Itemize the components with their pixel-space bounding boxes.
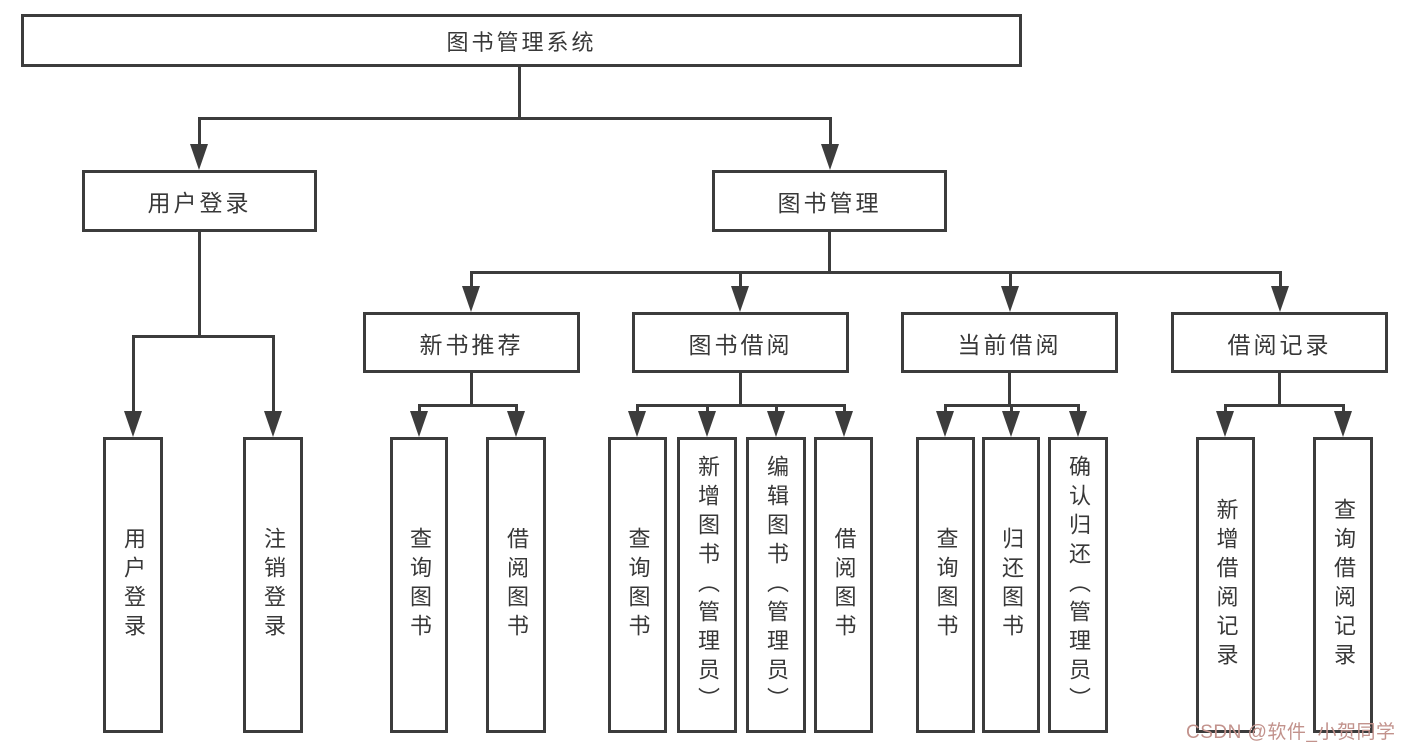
connector-line [470,271,1282,274]
node-label: 用户登录 [121,527,146,643]
node-current-borrowing: 当前借阅 [901,312,1118,373]
leaf-query-books-current: 查询图书 [916,437,975,733]
node-label: 图书管理 [777,190,882,216]
arrow-down-head [462,286,480,312]
leaf-edit-books-admin: 编辑图书（管理员） [746,437,806,733]
node-label: 借阅记录 [1227,331,1332,358]
leaf-return-books: 归还图书 [982,437,1040,733]
node-label: 查询图书 [625,527,651,643]
arrow-down-head [1001,286,1019,312]
connector-line [1342,404,1345,413]
node-library-management-system: 图书管理系统 [21,14,1022,67]
connector-line [198,117,832,120]
arrow-down-head [1216,411,1234,437]
node-label: 新书推荐 [419,331,524,358]
connector-line [843,404,846,413]
arrow-down-head [1271,286,1289,312]
arrow-down-head [507,411,525,437]
connector-line [636,404,845,407]
leaf-confirm-return-admin: 确认归还（管理员） [1048,437,1108,733]
node-label: 新增借阅记录 [1213,498,1239,672]
connector-line [1008,373,1011,406]
connector-line [706,404,709,413]
node-label: 确认归还（管理员） [1066,454,1091,716]
node-label: 注销登录 [261,527,286,643]
node-label: 新增图书（管理员） [695,454,720,716]
arrow-down-head [264,411,282,437]
node-label: 用户登录 [147,190,252,216]
node-label: 归还图书 [999,527,1024,643]
node-label: 当前借阅 [957,331,1062,358]
leaf-logout-login: 注销登录 [243,437,303,733]
connector-line [775,404,778,413]
node-book-borrowing: 图书借阅 [632,312,849,373]
arrow-down-head [1002,411,1020,437]
arrow-down-head [767,411,785,437]
node-label: 图书借阅 [688,331,793,358]
connector-line [829,117,832,146]
arrow-down-head [821,144,839,170]
node-label: 借阅图书 [831,527,857,643]
leaf-borrow-books-recommend: 借阅图书 [486,437,546,733]
connector-line [1279,271,1282,288]
node-user-login: 用户登录 [82,170,317,232]
arrow-down-head [410,411,428,437]
arrow-down-head [835,411,853,437]
connector-line [1077,404,1080,413]
arrow-down-head [1069,411,1087,437]
connector-line [470,373,473,406]
node-label: 查询图书 [407,527,432,643]
arrow-down-head [698,411,716,437]
connector-line [636,404,639,413]
connector-line [944,404,947,413]
arrow-down-head [628,411,646,437]
connector-line [739,373,742,406]
leaf-query-borrow-record: 查询借阅记录 [1313,437,1373,733]
node-book-management: 图书管理 [712,170,947,232]
node-new-book-recommendation: 新书推荐 [363,312,580,373]
connector-line [518,67,521,118]
connector-line [1224,404,1227,413]
leaf-query-books-borrow: 查询图书 [608,437,667,733]
leaf-borrow-books-borrow: 借阅图书 [814,437,873,733]
node-label: 借阅图书 [504,527,529,643]
connector-line [418,404,518,407]
arrow-down-head [190,144,208,170]
connector-line [272,335,275,413]
node-label: 编辑图书（管理员） [764,454,789,716]
node-label: 查询图书 [933,527,959,643]
node-borrowing-records: 借阅记录 [1171,312,1388,373]
node-label: 图书管理系统 [446,29,597,55]
connector-line [470,271,473,288]
connector-line [418,404,421,413]
connector-line [132,335,135,413]
connector-line [515,404,518,413]
connector-line [1009,271,1012,288]
watermark-text: CSDN @软件_小贺同学 [1186,722,1396,743]
leaf-query-books-recommend: 查询图书 [390,437,448,733]
leaf-add-borrow-record: 新增借阅记录 [1196,437,1255,733]
node-label: 查询借阅记录 [1331,498,1356,672]
connector-line [132,335,275,338]
connector-line [198,117,201,146]
connector-line [1224,404,1344,407]
connector-line [739,271,742,288]
arrow-down-head [936,411,954,437]
arrow-down-head [1334,411,1352,437]
arrow-down-head [124,411,142,437]
connector-line [1010,404,1013,413]
leaf-add-books-admin: 新增图书（管理员） [677,437,737,733]
connector-line [198,232,201,338]
connector-line [828,232,831,274]
arrow-down-head [731,286,749,312]
connector-line [1278,373,1281,406]
leaf-user-login: 用户登录 [103,437,163,733]
